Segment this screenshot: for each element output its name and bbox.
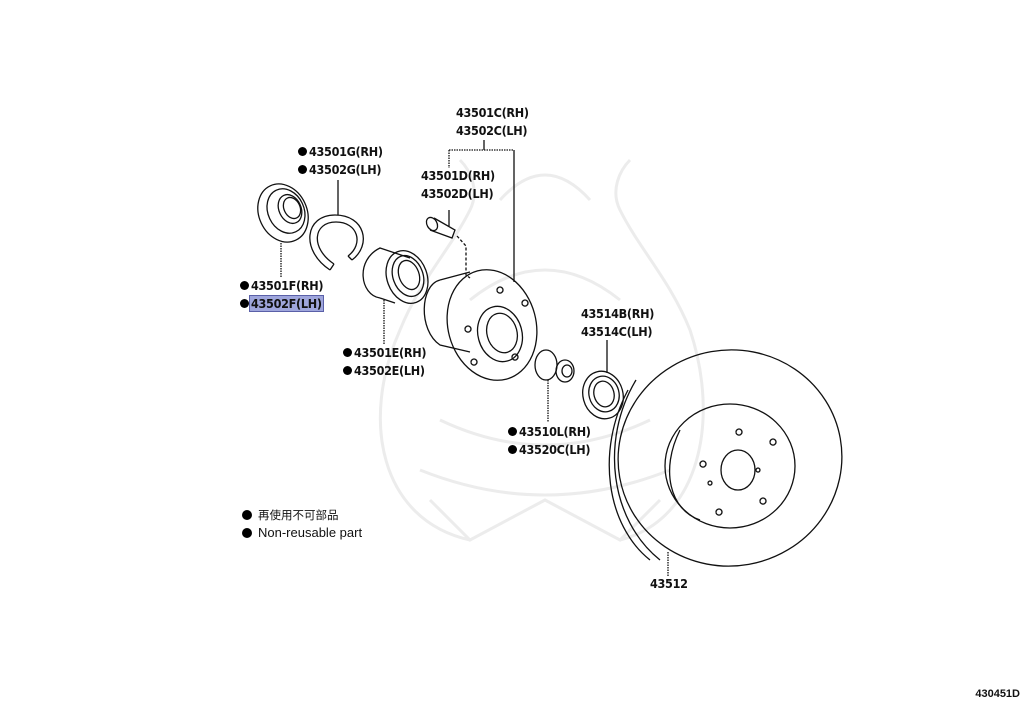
non-reusable-dot-icon [343, 366, 352, 375]
part-label-snap-ring-lh[interactable]: 43502G(LH) [298, 161, 382, 179]
figure-id: 430451D [975, 688, 1020, 700]
non-reusable-dot-icon [298, 147, 307, 156]
part-label-snap-ring-rh[interactable]: 43501G(RH) [298, 143, 384, 161]
oil-seal-drawing [249, 176, 318, 278]
snap-ring-drawing [310, 180, 363, 270]
non-reusable-dot-icon [242, 510, 252, 520]
inner-seal-drawing [577, 340, 628, 423]
part-label-bearing-rh[interactable]: 43501E(RH) [343, 344, 427, 362]
non-reusable-dot-icon [508, 445, 517, 454]
non-reusable-dot-icon [508, 427, 517, 436]
part-label-oil-seal-rh[interactable]: 43501F(RH) [240, 277, 324, 295]
legend: 再使用不可部品 Non-reusable part [242, 506, 362, 542]
highlighted-part-code: 43502F(LH) [249, 295, 324, 312]
part-label-inner-seal-lh[interactable]: 43514C(LH) [581, 324, 653, 339]
part-label-hub-nut-rh[interactable]: 43510L(RH) [508, 423, 592, 441]
part-label-disc-rotor[interactable]: 43512 [650, 576, 688, 591]
non-reusable-dot-icon [240, 281, 249, 290]
hub-drawing [424, 140, 549, 390]
part-label-bearing-lh[interactable]: 43502E(LH) [343, 362, 426, 380]
legend-row-english: Non-reusable part [242, 524, 362, 542]
part-label-hub-lh[interactable]: 43502C(LH) [456, 123, 528, 138]
non-reusable-dot-icon [298, 165, 307, 174]
non-reusable-dot-icon [343, 348, 352, 357]
non-reusable-dot-icon [240, 299, 249, 308]
part-label-hub-bolt-rh[interactable]: 43501D(RH) [421, 168, 495, 183]
part-label-hub-bolt-lh[interactable]: 43502D(LH) [421, 186, 494, 201]
part-label-hub-rh[interactable]: 43501C(RH) [456, 105, 529, 120]
non-reusable-dot-icon [242, 528, 252, 538]
legend-row-japanese: 再使用不可部品 [242, 506, 362, 524]
part-label-hub-nut-lh[interactable]: 43520C(LH) [508, 441, 591, 459]
hub-bolt-drawing [424, 210, 470, 278]
hub-nut-drawing [535, 350, 574, 422]
part-label-oil-seal-lh[interactable]: 43502F(LH) [240, 295, 324, 313]
disc-rotor-drawing [601, 332, 859, 584]
part-label-inner-seal-rh[interactable]: 43514B(RH) [581, 306, 655, 321]
watermark-emblem [380, 160, 703, 540]
bearing-drawing [363, 245, 435, 345]
